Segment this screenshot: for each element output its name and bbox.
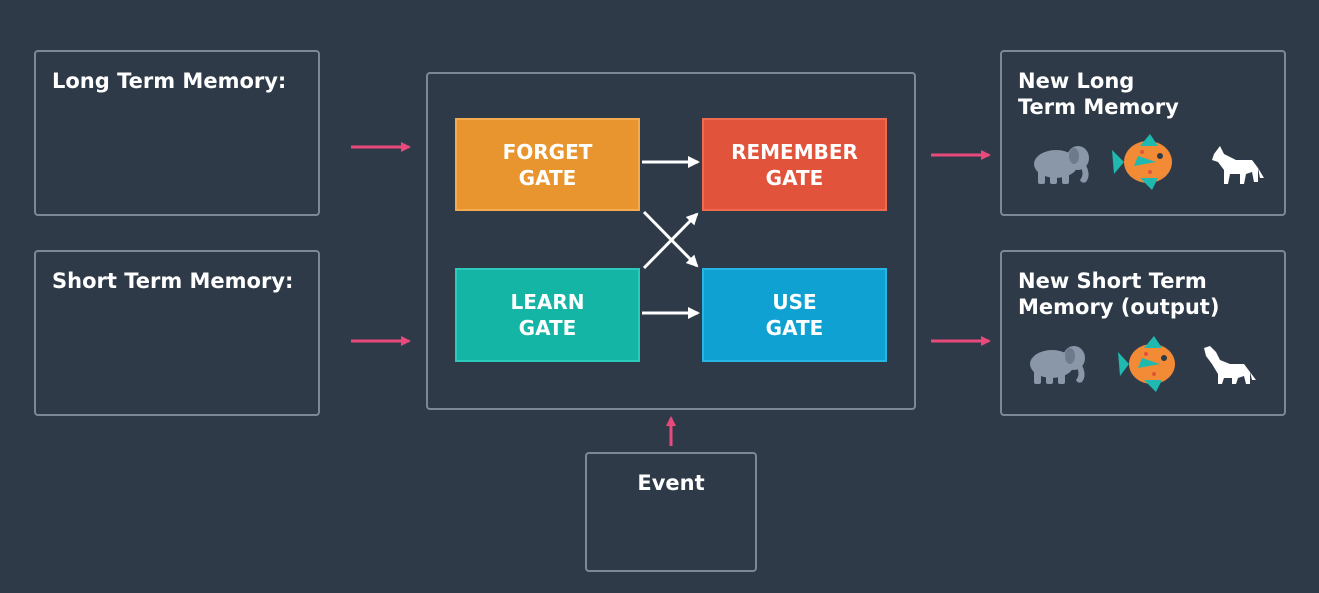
new-long-term-memory-label: New Long Term Memory	[1018, 69, 1179, 119]
new-short-term-memory-label: New Short Term Memory (output)	[1018, 269, 1220, 319]
event-label: Event	[637, 471, 705, 495]
long-term-memory-box: Long Term Memory:	[34, 50, 320, 216]
fish-icon	[1118, 336, 1175, 392]
forget-gate: FORGET GATE	[455, 118, 640, 211]
elephant-icon	[1034, 146, 1089, 184]
lstm-cell-box	[426, 72, 916, 410]
remember-gate: REMEMBER GATE	[702, 118, 887, 211]
wolf-icon	[1204, 346, 1256, 384]
wolf-icon	[1212, 146, 1264, 184]
new-long-term-memory-box: New Long Term Memory	[1000, 50, 1286, 216]
long-term-memory-label: Long Term Memory:	[52, 69, 287, 93]
learn-to-remember-arrow	[642, 212, 699, 270]
learn-gate: LEARN GATE	[455, 268, 640, 362]
event-box: Event	[585, 452, 757, 572]
elephant-icon	[1030, 346, 1085, 384]
new-short-term-memory-box: New Short Term Memory (output)	[1000, 250, 1286, 416]
short-term-memory-box: Short Term Memory:	[34, 250, 320, 416]
new-stm-icons	[1030, 336, 1256, 392]
fish-icon	[1112, 134, 1172, 190]
use-gate: USE GATE	[702, 268, 887, 362]
short-term-memory-label: Short Term Memory:	[52, 269, 294, 293]
new-ltm-icons	[1034, 134, 1264, 190]
